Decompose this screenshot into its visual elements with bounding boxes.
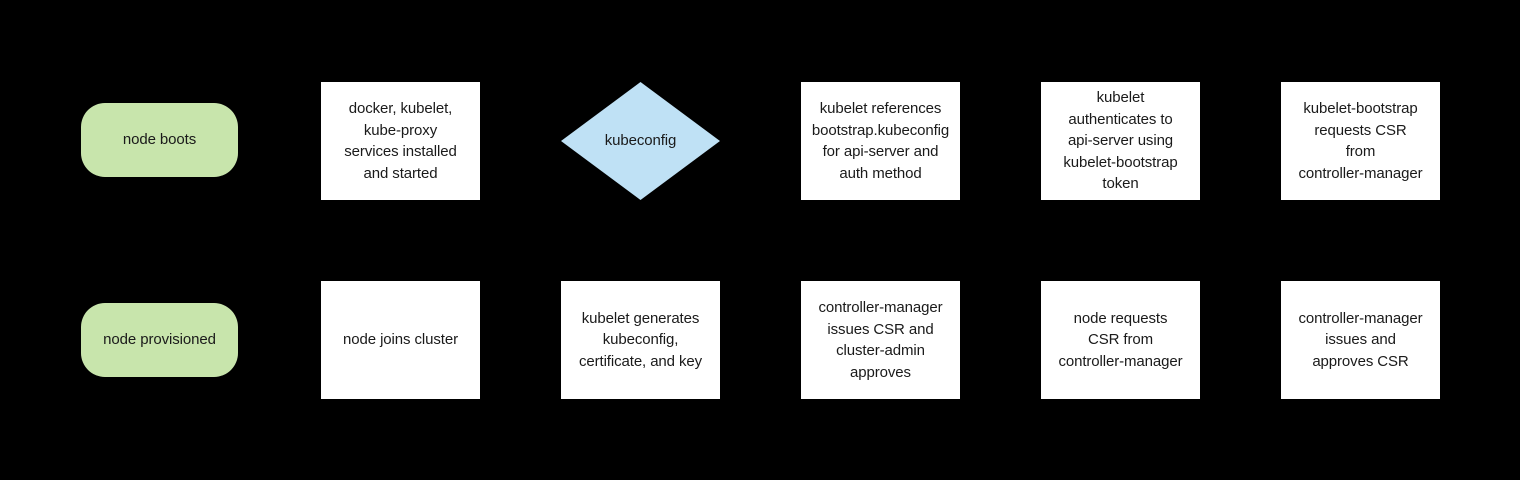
flow-node-label: kubelet-bootstrap requests CSR from cont… bbox=[1298, 100, 1423, 182]
flow-node-cm-issues-csr[interactable]: controller-manager issues CSR and cluste… bbox=[801, 281, 960, 399]
flow-node-cm-issues-approves[interactable]: controller-manager issues and approves C… bbox=[1281, 281, 1440, 399]
flow-node-kubelet-references[interactable]: kubelet references bootstrap.kubeconfig … bbox=[801, 82, 960, 200]
flow-node-label: kubelet references bootstrap.kubeconfig … bbox=[811, 100, 950, 182]
flow-node-kubeconfig[interactable]: kubeconfig bbox=[561, 82, 720, 200]
flow-node-label: docker, kubelet, kube-proxy services ins… bbox=[344, 100, 457, 182]
flow-node-node-requests-csr[interactable]: node requests CSR from controller-manage… bbox=[1041, 281, 1200, 399]
flow-node-label: controller-manager issues and approves C… bbox=[1298, 309, 1423, 370]
flow-node-node-boots[interactable]: node boots bbox=[81, 103, 238, 177]
flow-node-label: kubelet generates kubeconfig, certificat… bbox=[578, 309, 703, 370]
flow-node-label: kubeconfig bbox=[604, 132, 677, 150]
flow-node-bootstrap-requests-csr[interactable]: kubelet-bootstrap requests CSR from cont… bbox=[1281, 82, 1440, 200]
flow-node-label: controller-manager issues CSR and cluste… bbox=[818, 299, 943, 381]
flow-node-label: node joins cluster bbox=[343, 331, 458, 349]
flow-node-label: kubelet authenticates to api-server usin… bbox=[1063, 89, 1178, 193]
flow-node-services-installed[interactable]: docker, kubelet, kube-proxy services ins… bbox=[321, 82, 480, 200]
flow-node-label: node provisioned bbox=[103, 331, 216, 349]
flow-node-node-provisioned[interactable]: node provisioned bbox=[81, 303, 238, 377]
flow-node-node-joins-cluster[interactable]: node joins cluster bbox=[321, 281, 480, 399]
flow-node-kubelet-authenticates[interactable]: kubelet authenticates to api-server usin… bbox=[1041, 82, 1200, 200]
flow-node-label: node requests CSR from controller-manage… bbox=[1058, 309, 1183, 370]
flow-node-label: node boots bbox=[122, 131, 197, 149]
flow-node-kubelet-generates[interactable]: kubelet generates kubeconfig, certificat… bbox=[561, 281, 720, 399]
